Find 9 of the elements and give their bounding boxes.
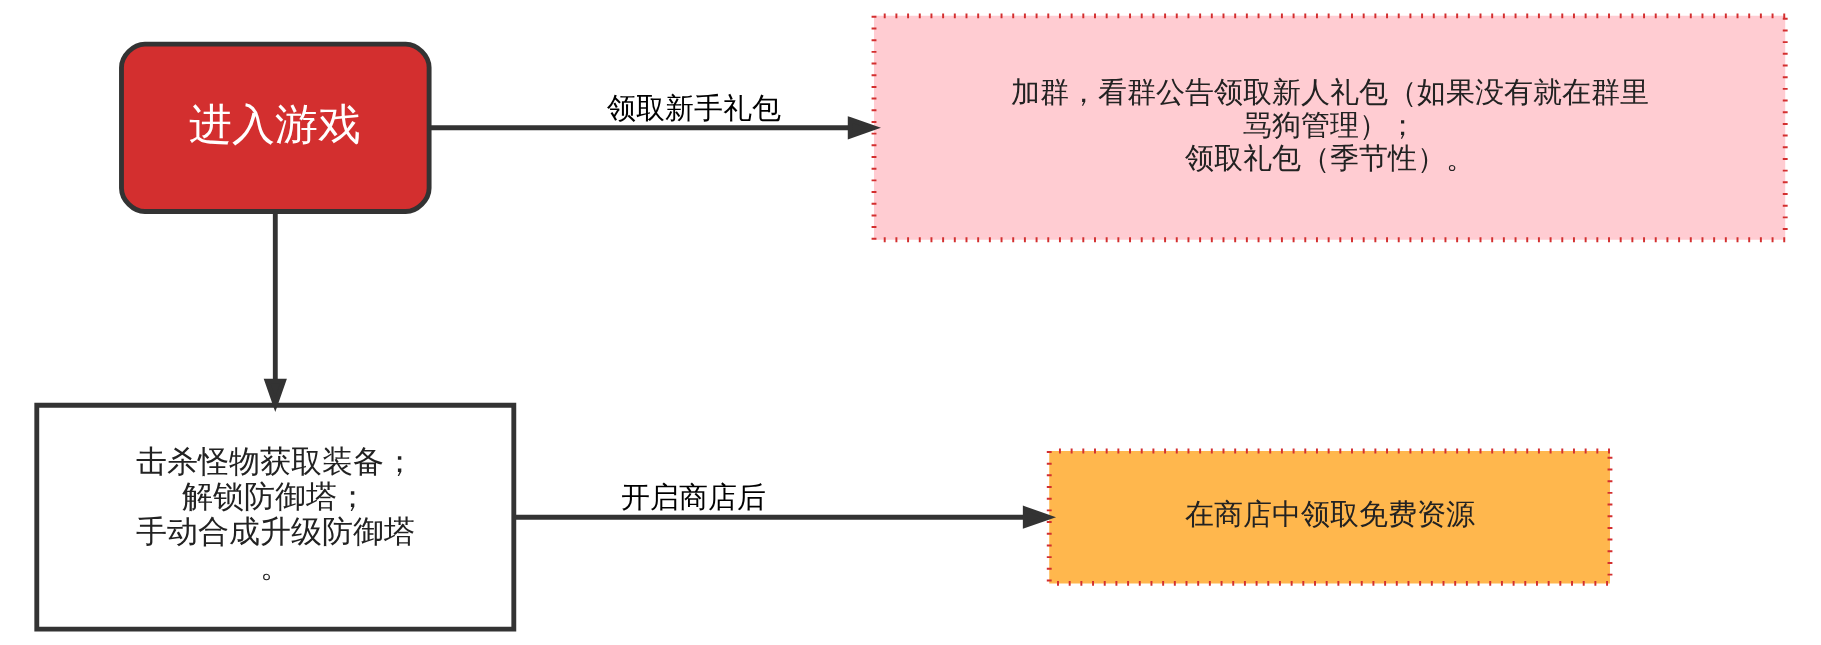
node-box: 击杀怪物获取装备；解锁防御塔；手动合成升级防御塔。 xyxy=(33,402,516,632)
arrow xyxy=(263,211,287,412)
edge-label: 开启商店后 xyxy=(620,480,766,515)
edge-label: 领取新手礼包 xyxy=(606,91,781,126)
arrow xyxy=(428,116,881,140)
node-box: 加群，看群公告领取新人礼包（如果没有就在群里骂狗管理）；领取礼包（季节性）。 xyxy=(871,13,1788,243)
arrow xyxy=(513,505,1056,529)
node-box: 在商店中领取免费资源 xyxy=(1046,448,1612,586)
node-box: 进入游戏 xyxy=(118,41,432,214)
